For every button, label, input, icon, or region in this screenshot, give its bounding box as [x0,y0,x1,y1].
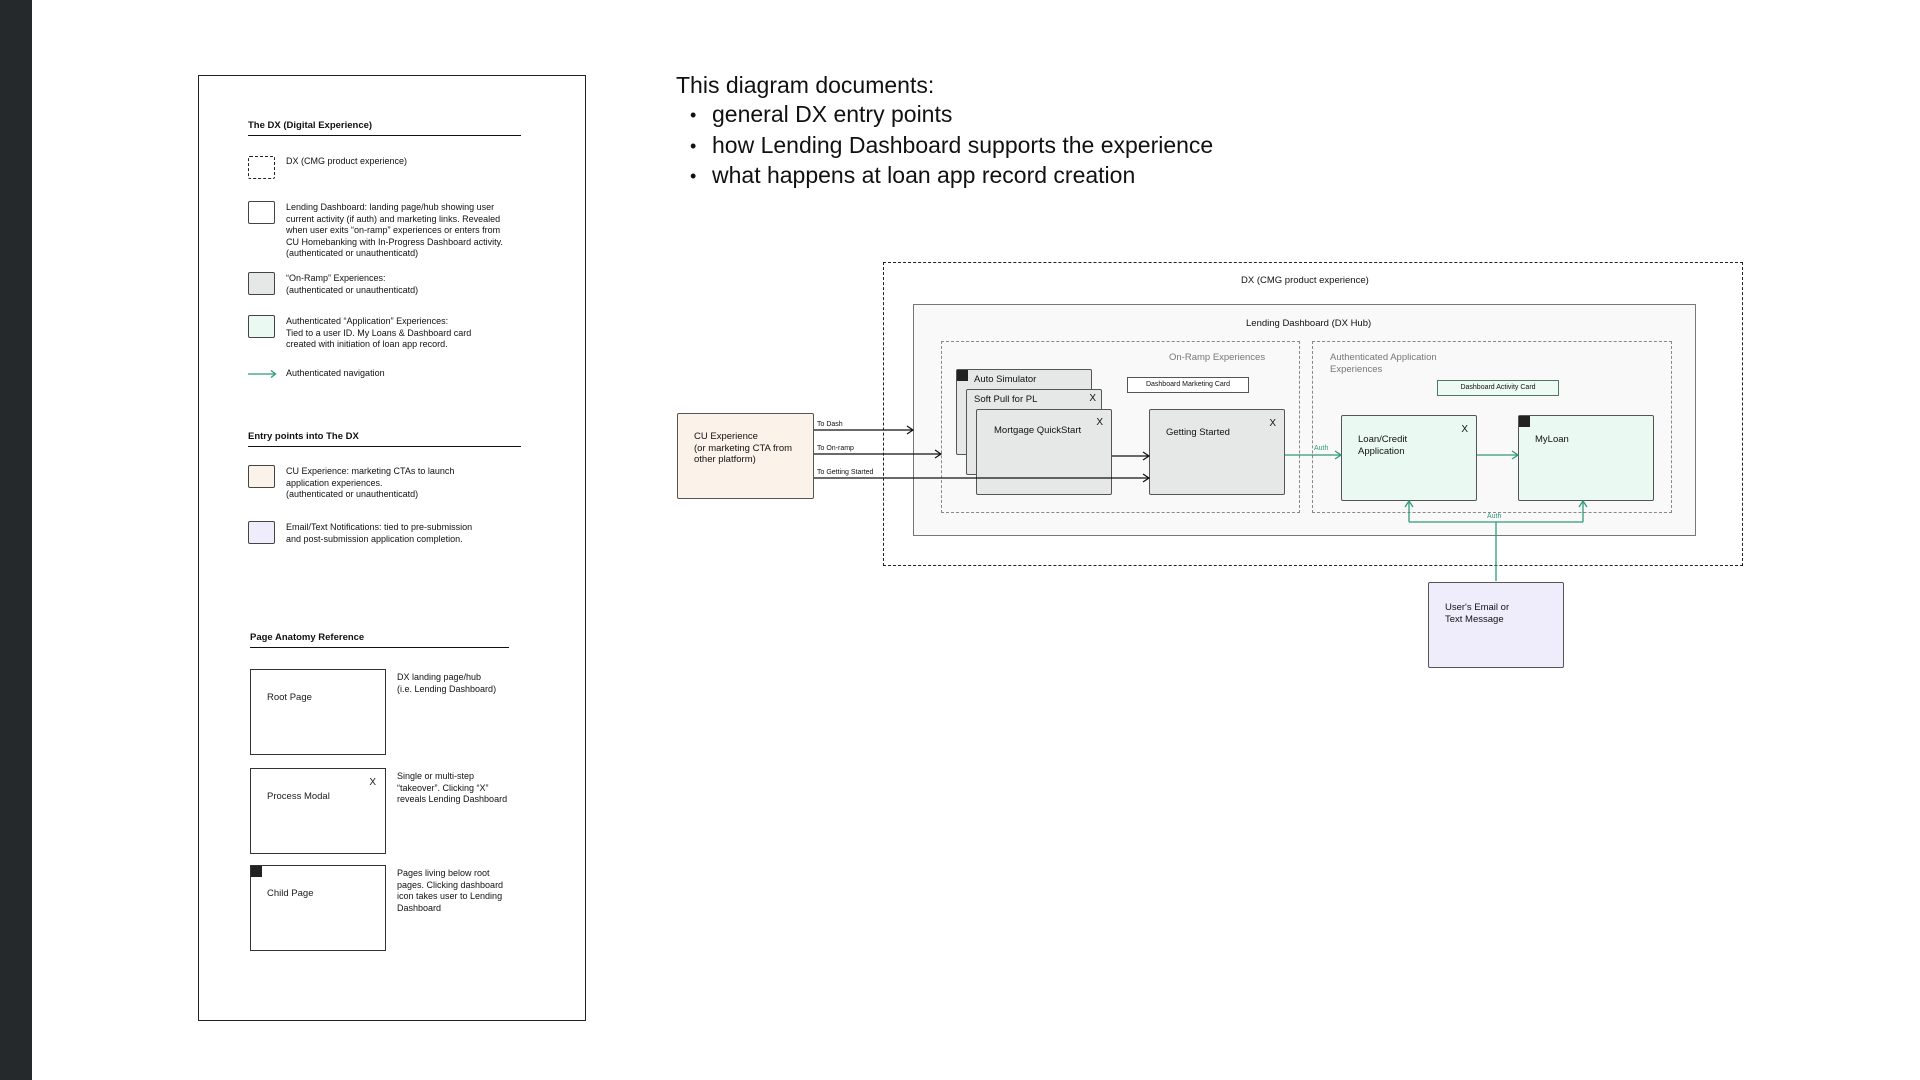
legend-entry-rule [248,446,521,447]
header-bullet-text: general DX entry points [712,101,953,127]
legend-panel: The DX (Digital Experience) DX (CMG prod… [198,75,586,1021]
dashboard-square-icon [957,370,968,381]
cu-experience-label: CU Experience (or marketing CTA from oth… [694,431,793,465]
mortgage-quickstart-label: Mortgage QuickStart [994,425,1082,436]
legend-swatch-notify [248,521,275,544]
anatomy-root-desc: DX landing page/hub (i.e. Lending Dashbo… [397,672,497,694]
header-title: This diagram documents: [676,72,935,98]
anatomy-modal-desc: Single or multi-step “takeover”. Clickin… [397,771,508,804]
dashboard-square-icon [251,866,262,877]
getting-started-close-icon: X [1269,418,1276,429]
header-bullet: • what happens at loan app record creatio… [690,161,1213,192]
anatomy-root-page: Root Page [250,669,386,755]
legend-anatomy-rule [250,647,509,648]
soft-pull-label: Soft Pull for PL [974,394,1038,405]
legend-swatch-hub [248,201,275,224]
header-bullet-text: how Lending Dashboard supports the exper… [712,131,1214,158]
legend-dx-title: The DX (Digital Experience) [248,120,373,131]
legend-entry-title: Entry points into The DX [248,431,359,442]
mortgage-quickstart-node: Mortgage QuickStart X [976,409,1112,495]
authapp-zone-label: Authenticated Application Experiences [1330,352,1437,375]
loan-credit-app-label: Loan/Credit Application [1358,434,1408,457]
legend-swatch-auth [248,315,275,338]
bullet-icon: • [690,135,697,156]
myloan-node: MyLoan [1518,415,1654,501]
header-bullet: • general DX entry points [690,100,1213,131]
legend-swatch-onramp [248,272,275,295]
anatomy-child-page: Child Page [250,865,386,951]
bullet-icon: • [690,166,697,186]
getting-started-label: Getting Started [1166,427,1230,438]
email-text-label: User's Email or Text Message [1445,602,1510,625]
side-rail [0,0,32,1080]
soft-pull-close-icon: X [1089,393,1096,404]
dashboard-square-icon [1519,416,1530,427]
myloan-label: MyLoan [1535,434,1569,445]
anatomy-child-label: Child Page [267,888,314,899]
anatomy-modal-label: Process Modal [267,791,330,802]
onramp-zone-label: On-Ramp Experiences [1169,352,1266,363]
cu-experience-node: CU Experience (or marketing CTA from oth… [677,413,814,499]
loan-credit-app-node: Loan/Credit Application X [1341,415,1477,501]
legend-text-auth: Authenticated “Application” Experiences:… [286,316,472,349]
onramp-zone [941,341,1300,513]
bullet-icon: • [690,105,697,125]
legend-text-cu: CU Experience: marketing CTAs to launch … [286,466,455,499]
legend-text-onramp: “On-Ramp” Experiences: (authenticated or… [286,273,419,295]
anatomy-child-desc: Pages living below root pages. Clicking … [397,868,504,913]
arrow-label-to-dash: To Dash [817,421,843,428]
auth-label-2: Auth [1487,513,1502,520]
dx-container [883,262,1743,566]
arrow-label-to-getting-started: To Getting Started [817,469,874,476]
anatomy-root-label: Root Page [267,692,312,703]
anatomy-close-icon: X [369,777,376,788]
authapp-zone [1312,341,1672,513]
mortgage-close-icon: X [1096,417,1103,428]
anatomy-process-modal: Process Modal X [250,768,386,854]
legend-swatch-cu [248,465,275,488]
dx-container-label: DX (CMG product experience) [1241,275,1369,286]
legend-auth-arrow-icon [248,369,277,379]
auto-simulator-label: Auto Simulator [974,374,1037,385]
dashboard-marketing-card: Dashboard Marketing Card [1127,377,1249,393]
legend-dx-rule [248,135,521,136]
diagram-description: This diagram documents: • general DX entr… [676,70,1213,192]
legend-text-notify: Email/Text Notifications: tied to pre-su… [286,522,473,544]
hub-label: Lending Dashboard (DX Hub) [1246,318,1372,329]
legend-text-dx: DX (CMG product experience) [286,156,408,166]
header-bullets: • general DX entry points • how Lending Da… [676,100,1213,192]
legend-text-hub: Lending Dashboard: landing page/hub show… [286,202,503,258]
legend-text-auth-nav: Authenticated navigation [286,368,385,378]
email-text-node: User's Email or Text Message [1428,582,1564,668]
legend-anatomy-title: Page Anatomy Reference [250,632,365,643]
loan-app-close-icon: X [1461,424,1468,435]
dashboard-activity-card: Dashboard Activity Card [1437,380,1559,396]
legend-swatch-dx [248,156,275,179]
header-bullet: • how Lending Dashboard supports the expe… [690,131,1213,162]
auth-label-1: Auth [1314,445,1329,452]
header-bullet-text: what happens at loan app record creation [712,162,1136,188]
getting-started-node: Getting Started X [1149,409,1285,495]
arrow-label-to-onramp: To On-ramp [817,445,854,452]
